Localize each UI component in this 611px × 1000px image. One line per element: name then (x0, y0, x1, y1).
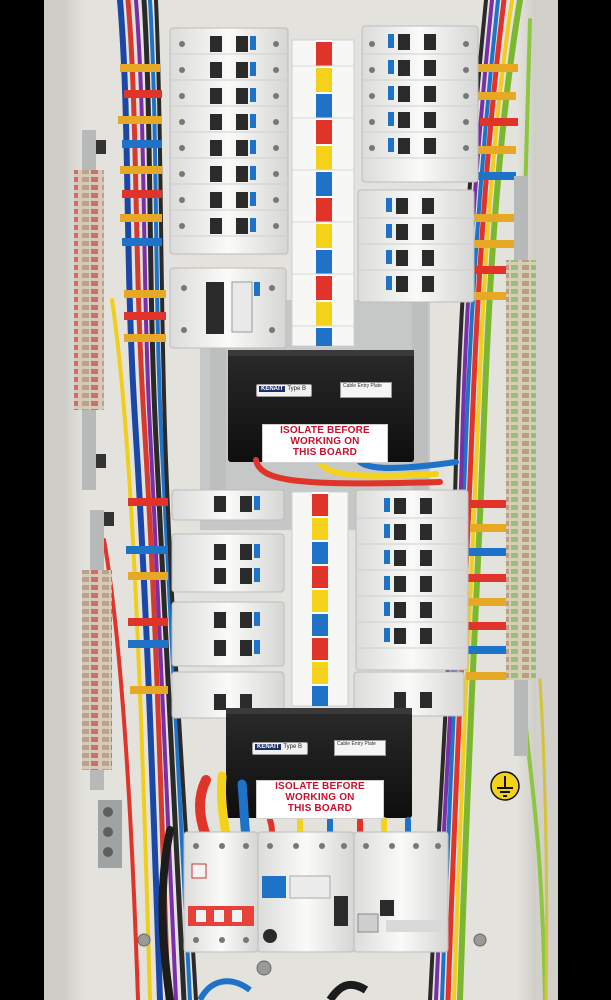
rating-text: Cable Entry Plate (337, 741, 376, 747)
warning-label-upper-line2: WORKING ON (290, 435, 360, 447)
terminal-strip-right (506, 176, 536, 756)
rcd-auxiliary (353, 831, 449, 953)
brand-name: KENAIT (259, 386, 286, 392)
brand-name: KENAIT (255, 744, 282, 750)
busbar-comb-upper (291, 39, 355, 347)
terminal-strip-left-lower (82, 510, 114, 790)
breaker-row-upper-right (361, 25, 479, 183)
breaker-lower-right-bottom (353, 671, 465, 717)
breaker-lower-left-top (171, 489, 285, 521)
wire-markers-right (466, 64, 518, 680)
enclosure-inner-left-wall (44, 0, 66, 1000)
brand-model: Type B (287, 386, 307, 392)
breaker-lower-left-4 (171, 671, 285, 719)
brand-model: Type B (283, 744, 303, 750)
warning-label-lower-line3: THIS BOARD (287, 802, 353, 814)
breaker-lower-left-3 (171, 601, 285, 667)
warning-label-upper-line3: THIS BOARD (292, 446, 358, 458)
main-isolator-switch (183, 831, 259, 953)
warning-label-lower-line1: ISOLATE BEFORE (275, 781, 365, 792)
warning-label-lower: ISOLATE BEFORE WORKING ON THIS BOARD (256, 780, 384, 819)
busbar-phase-stripes-upper (316, 42, 332, 346)
breaker-lower-left-2 (171, 533, 285, 593)
bottom-cable-entry (197, 978, 369, 1000)
wire-markers-left (118, 64, 168, 694)
breaker-row-upper-left (169, 27, 289, 255)
breaker-lower-right (355, 489, 469, 671)
enclosure-inner-right-wall (536, 0, 558, 1000)
rating-text: Cable Entry Plate (343, 383, 382, 389)
warning-label-lower-line2: WORKING ON (285, 791, 355, 803)
enclosure-screws (137, 933, 487, 976)
rcd-device (257, 831, 355, 953)
backplate-rail-left (210, 330, 226, 510)
earth-symbol-icon (490, 771, 520, 801)
busbar-comb-lower (291, 491, 349, 707)
busbar-cover-lower-rating-tag: Cable Entry Plate (334, 740, 386, 756)
breaker-row-upper-right-2 (357, 189, 475, 303)
warning-label-upper: ISOLATE BEFORE WORKING ON THIS BOARD (262, 424, 388, 463)
warning-label-upper-line1: ISOLATE BEFORE (280, 425, 370, 436)
earth-bar-bottom-left (98, 800, 122, 868)
breaker-upper-left-isolator (169, 267, 287, 349)
incomer-cables-mid (253, 457, 459, 487)
terminal-strip-left-upper (74, 130, 106, 490)
backplate-rail-right (412, 300, 428, 490)
busbar-cover-upper-rating-tag: Cable Entry Plate (340, 382, 392, 398)
